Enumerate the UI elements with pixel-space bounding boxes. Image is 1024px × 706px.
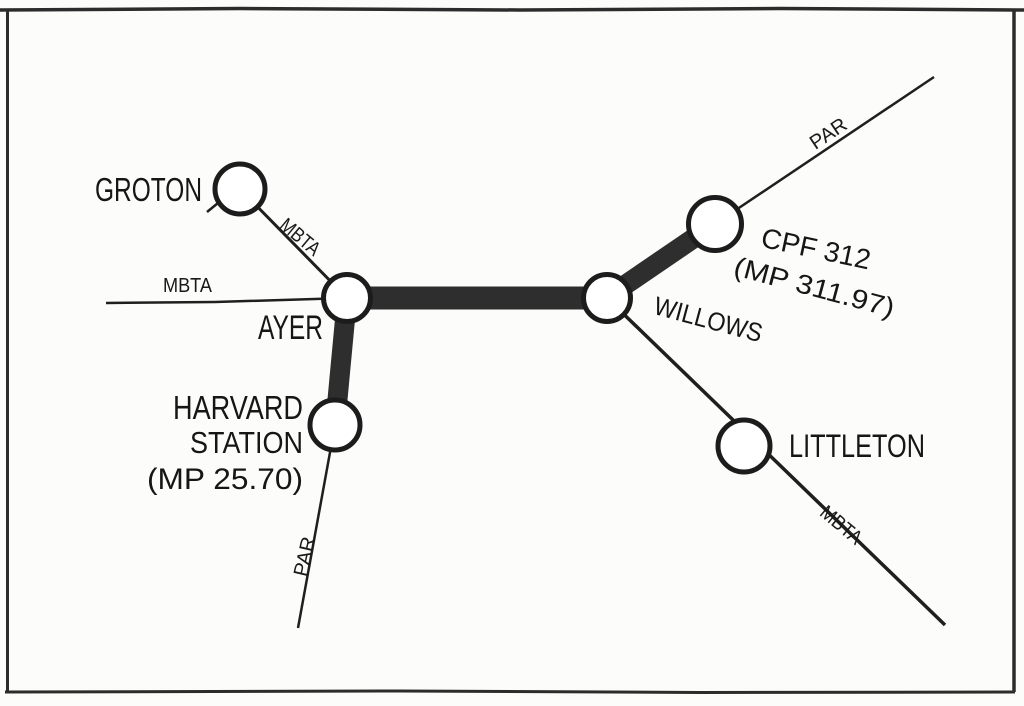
track-mbta-littleton-line xyxy=(605,296,947,627)
track-mbta-west-line xyxy=(105,296,348,305)
harvard-label-line2: STATION xyxy=(190,425,303,460)
track-par-northeast-line xyxy=(714,75,935,226)
station-node-willows xyxy=(581,272,633,324)
station-nodes xyxy=(212,161,773,475)
groton-label: GROTON xyxy=(95,171,202,208)
station-node-groton xyxy=(212,161,268,217)
ayer-label: AYER xyxy=(258,309,323,347)
station-node-harvard xyxy=(307,397,363,453)
mbta-west-label: MBTA xyxy=(163,275,213,297)
par-south-label: PAR xyxy=(290,535,320,579)
thick-tracks xyxy=(325,214,722,427)
map-frame xyxy=(0,6,1024,695)
station-node-ayer xyxy=(321,272,373,324)
track-par-south-line xyxy=(296,424,337,629)
harvard-label-line1: HARVARD xyxy=(173,389,303,426)
harvard-milepost: (MP 25.70) xyxy=(147,463,303,496)
station-node-cpf312 xyxy=(686,195,744,253)
frame-bottom-edge xyxy=(4,689,1016,695)
station-labels: GROTON AYER WILLOWS CPF 312 (MP 311.97) … xyxy=(95,171,925,496)
thin-tracks xyxy=(105,75,947,629)
mbta-groton-label: MBTA xyxy=(275,214,325,261)
track-groton-tick xyxy=(206,202,219,213)
station-node-littleton xyxy=(715,417,773,475)
frame-top-edge xyxy=(0,6,1024,12)
willows-label: WILLOWS xyxy=(651,290,766,348)
littleton-label: LITTLETON xyxy=(789,428,925,464)
